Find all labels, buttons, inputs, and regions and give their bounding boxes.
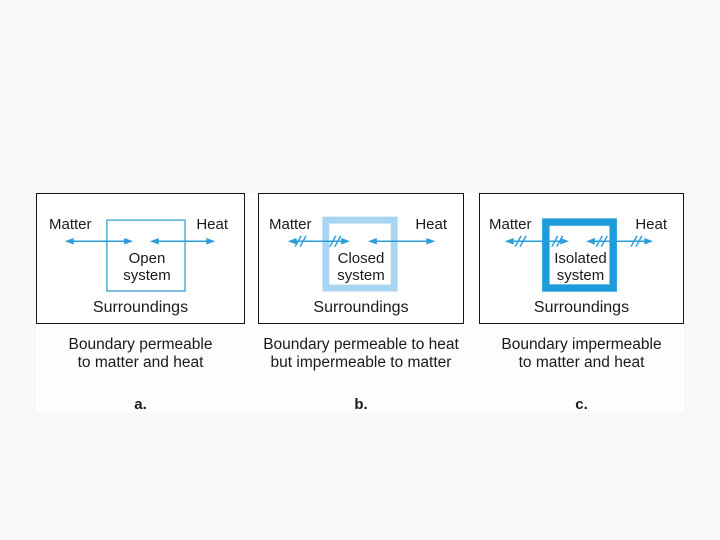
caption-line2: to matter and heat bbox=[77, 354, 204, 371]
caption-column-a: Boundary permeable to matter and heat a. bbox=[36, 336, 245, 413]
panel-open-system: Matter Heat Open system Surroundings bbox=[36, 193, 245, 324]
system-name-line1: Open bbox=[128, 250, 166, 267]
caption-text: Boundary permeable to heat but impermeab… bbox=[258, 336, 464, 372]
open-system-diagram bbox=[64, 219, 216, 292]
system-name: Open system bbox=[107, 250, 187, 284]
heat-barrier-slashes bbox=[595, 235, 608, 248]
heat-label: Heat bbox=[415, 216, 447, 233]
system-name: Isolated system bbox=[543, 250, 618, 284]
system-name: Closed system bbox=[323, 250, 399, 284]
matter-barrier-slashes bbox=[294, 235, 307, 248]
system-boundary-box bbox=[106, 219, 186, 292]
thermodynamic-systems-figure: Matter Heat Open system Surroundings bbox=[36, 193, 684, 413]
matter-label: Matter bbox=[269, 216, 312, 233]
heat-arrow bbox=[367, 238, 436, 245]
caption-column-c: Boundary impermeable to matter and heat … bbox=[479, 336, 684, 413]
closed-system-diagram bbox=[287, 216, 436, 292]
caption-line1: Boundary permeable to heat bbox=[263, 336, 459, 353]
system-name-line1: Isolated bbox=[554, 250, 607, 267]
system-name-line2: system bbox=[123, 267, 171, 284]
panel-letter: a. bbox=[134, 396, 147, 413]
matter-barrier-slashes bbox=[551, 235, 564, 248]
caption-text: Boundary permeable to matter and heat bbox=[36, 336, 245, 372]
caption-line1: Boundary permeable bbox=[68, 336, 213, 353]
heat-barrier-slashes bbox=[630, 235, 643, 248]
caption-line2: to matter and heat bbox=[518, 354, 645, 371]
surroundings-label: Surroundings bbox=[533, 299, 630, 316]
caption-line1: Boundary impermeable bbox=[501, 336, 662, 353]
matter-barrier-slashes bbox=[329, 235, 342, 248]
system-boundary-box bbox=[542, 218, 617, 292]
caption-line2: but impermeable to matter bbox=[270, 354, 452, 371]
surroundings-label: Surroundings bbox=[92, 299, 189, 316]
matter-arrow bbox=[504, 235, 570, 248]
caption-text: Boundary impermeable to matter and heat bbox=[479, 336, 684, 372]
surroundings-label: Surroundings bbox=[313, 299, 409, 316]
matter-barrier-slashes bbox=[514, 235, 527, 248]
system-name-line1: Closed bbox=[337, 250, 385, 267]
heat-arrow bbox=[585, 235, 654, 248]
system-boundary-box bbox=[322, 216, 398, 292]
matter-label: Matter bbox=[489, 216, 532, 233]
system-name-line2: system bbox=[337, 267, 385, 284]
heat-label: Heat bbox=[635, 216, 667, 233]
panel-letter: b. bbox=[354, 396, 368, 413]
panel-isolated-system: Matter Heat Isolated system Surroundings bbox=[479, 193, 684, 324]
heat-arrow bbox=[149, 238, 216, 245]
panel-closed-system: Matter Heat Closed system Surroundings bbox=[258, 193, 464, 324]
caption-column-b: Boundary permeable to heat but impermeab… bbox=[258, 336, 464, 413]
panel-letter: c. bbox=[575, 396, 588, 413]
isolated-system-diagram bbox=[504, 218, 654, 292]
matter-label: Matter bbox=[49, 216, 92, 233]
matter-arrow bbox=[64, 238, 134, 245]
matter-arrow bbox=[287, 235, 351, 248]
system-name-line2: system bbox=[556, 267, 605, 284]
heat-label: Heat bbox=[196, 216, 228, 233]
